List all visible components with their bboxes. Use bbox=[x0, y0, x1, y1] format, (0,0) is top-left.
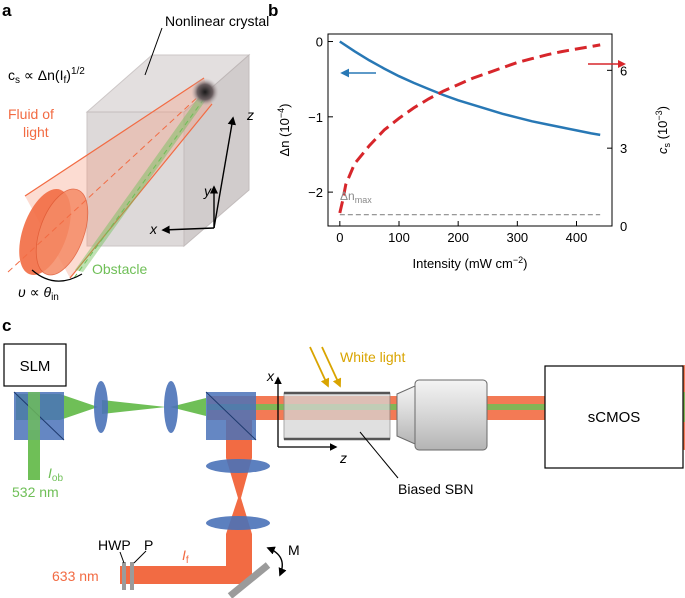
microscope-objective bbox=[396, 379, 488, 451]
panel-a-axes: x y z bbox=[149, 107, 254, 237]
polarizer-plate bbox=[130, 562, 134, 590]
axis-z-label-c: z bbox=[339, 450, 347, 466]
lens-3 bbox=[206, 459, 270, 473]
v-formula: υ ∝ θin bbox=[18, 284, 59, 303]
white-light-arrow-1 bbox=[309, 346, 330, 388]
green-beam-focus bbox=[102, 400, 166, 414]
hwp-plate bbox=[122, 562, 126, 590]
slm-box bbox=[3, 343, 67, 387]
biased-sbn-crystal bbox=[283, 391, 391, 441]
chart-frame bbox=[327, 33, 613, 227]
x-tick-label: 300 bbox=[506, 230, 528, 245]
mirror-rotation-arrow bbox=[266, 546, 287, 577]
y-left-ticks: 0 −1 −2 bbox=[308, 35, 333, 200]
green-beam-expand bbox=[170, 398, 206, 416]
panel-c: c SLM bbox=[2, 316, 685, 598]
delta-n-curve bbox=[339, 40, 601, 137]
slm-label: SLM bbox=[20, 358, 51, 375]
lens-2 bbox=[164, 381, 178, 433]
hwp-label: HWP bbox=[98, 537, 131, 553]
fluid-label-line2: light bbox=[23, 124, 49, 140]
y-left-tick-label: −2 bbox=[308, 185, 323, 200]
y-right-tick-label: 6 bbox=[620, 63, 627, 78]
white-light-label: White light bbox=[340, 349, 405, 365]
chart-marks bbox=[338, 40, 626, 216]
angle-arc bbox=[31, 269, 83, 282]
y-right-tick-label: 0 bbox=[620, 219, 627, 234]
x-tick-label: 0 bbox=[336, 230, 343, 245]
y-left-axis-label: Δn (10−4) bbox=[276, 104, 292, 157]
scmos-label: sCMOS bbox=[588, 409, 641, 426]
panel-a: a Nonlinear crystal cs ∝ Δn(If)1/2 bbox=[2, 1, 269, 303]
fluid-label-line1: Fluid of bbox=[8, 106, 54, 122]
scmos-box bbox=[544, 365, 684, 469]
x-tick-label: 200 bbox=[447, 230, 469, 245]
obstacle-beam bbox=[73, 95, 207, 279]
y-right-tick-label: 3 bbox=[620, 141, 627, 156]
iob-label: Iob bbox=[48, 465, 63, 484]
axis-x-label: x bbox=[149, 221, 158, 237]
x-tick-label: 100 bbox=[388, 230, 410, 245]
fluid-of-light-beam bbox=[7, 77, 213, 279]
white-light-arrow-2 bbox=[321, 346, 342, 388]
axis-z-label: z bbox=[246, 107, 254, 123]
y-left-tick-label: 0 bbox=[316, 35, 323, 50]
panel-c-label: c bbox=[2, 316, 11, 335]
beam-splitter-1 bbox=[13, 391, 65, 441]
nm532-label: 532 nm bbox=[12, 484, 59, 500]
panel-b: b 0 100 200 300 400 0 −1 −2 0 3 6 Δnmax Intensit… bbox=[268, 1, 672, 271]
lens-1 bbox=[94, 381, 108, 433]
axis-y-label: y bbox=[203, 183, 212, 199]
beam-splitter-2 bbox=[205, 391, 257, 441]
obstacle-label: Obstacle bbox=[92, 261, 147, 277]
x-axis-label: Intensity (mW cm−2) bbox=[412, 255, 527, 271]
mirror-m bbox=[227, 562, 271, 598]
red-arrowhead bbox=[618, 60, 626, 68]
x-tick-label: 400 bbox=[566, 230, 588, 245]
intensity-chart: 0 100 200 300 400 0 −1 −2 0 3 6 Δnmax Intensity … bbox=[276, 33, 672, 271]
crystal-pointer-line bbox=[144, 27, 163, 76]
if-label: If bbox=[182, 547, 189, 566]
panel-a-label: a bbox=[2, 1, 12, 20]
output-spot bbox=[191, 78, 219, 106]
x-ticks: 0 100 200 300 400 bbox=[336, 221, 587, 245]
lens-4 bbox=[206, 516, 270, 530]
p-label: P bbox=[144, 537, 153, 553]
crystal-label: Nonlinear crystal bbox=[165, 13, 269, 29]
sbn-pointer bbox=[359, 431, 399, 479]
cs-formula: cs ∝ Δn(If)1/2 bbox=[8, 66, 85, 86]
axis-x-label-c: x bbox=[266, 368, 275, 384]
hwp-pointer bbox=[119, 551, 125, 564]
y-left-tick-label: −1 bbox=[308, 110, 323, 125]
panel-b-label: b bbox=[268, 1, 278, 20]
dnmax-label: Δnmax bbox=[340, 189, 372, 205]
green-input-beam bbox=[28, 430, 40, 480]
cs-curve bbox=[338, 43, 601, 214]
biased-sbn-label: Biased SBN bbox=[398, 481, 473, 497]
y-right-ticks: 0 3 6 bbox=[607, 63, 627, 234]
y-right-axis-label: cs (10−3) bbox=[654, 106, 672, 154]
nm633-label: 633 nm bbox=[52, 568, 99, 584]
p-pointer bbox=[133, 550, 147, 564]
mirror-label: M bbox=[288, 542, 300, 558]
